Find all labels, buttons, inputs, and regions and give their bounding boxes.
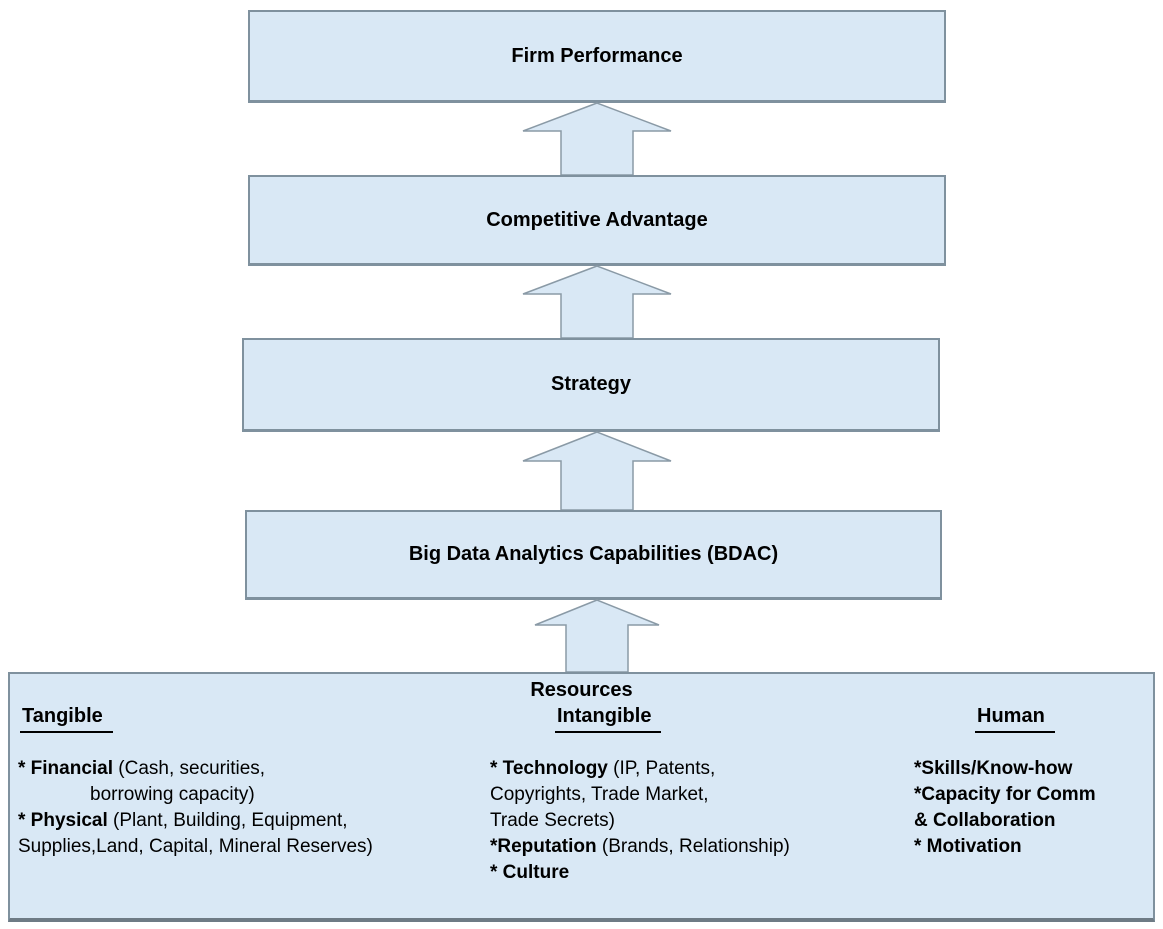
- resource-line: * Financial (Cash, securities,: [18, 758, 266, 779]
- box-bdac: Big Data Analytics Capabilities (BDAC): [245, 510, 942, 600]
- resource-line: * Culture: [490, 862, 570, 883]
- up-arrow-icon: [534, 599, 660, 673]
- box-competitive-advantage-label: Competitive Advantage: [486, 208, 708, 231]
- up-arrow-icon: [522, 265, 672, 339]
- resource-line: Trade Secrets): [490, 810, 615, 831]
- resource-line: *Skills/Know-how: [914, 758, 1073, 779]
- resource-line: Copyrights, Trade Market,: [490, 784, 709, 805]
- box-firm-performance-label: Firm Performance: [511, 44, 683, 67]
- up-arrow-icon: [522, 431, 672, 511]
- box-bdac-label: Big Data Analytics Capabilities (BDAC): [408, 543, 779, 565]
- resource-line: * Technology (IP, Patents,: [490, 758, 716, 779]
- resources-column-tangible: * Financial (Cash, securities, borrowing…: [18, 756, 373, 860]
- resource-line: borrowing capacity): [90, 784, 255, 805]
- resource-line: * Physical (Plant, Building, Equipment,: [18, 810, 348, 831]
- up-arrow-icon: [522, 102, 672, 176]
- resources-header-human: Human: [975, 705, 1055, 733]
- box-firm-performance: Firm Performance: [248, 10, 946, 103]
- box-competitive-advantage: Competitive Advantage: [248, 175, 946, 266]
- resources-column-human: *Skills/Know-how *Capacity for Comm & Co…: [914, 756, 1096, 860]
- resources-header-tangible: Tangible: [20, 705, 113, 733]
- resources-column-intangible: * Technology (IP, Patents, Copyrights, T…: [490, 756, 790, 886]
- resource-line: *Reputation (Brands, Relationship): [490, 836, 790, 857]
- box-strategy: Strategy: [242, 338, 940, 432]
- box-resources: Resources Tangible Intangible Human * Fi…: [8, 672, 1155, 922]
- resource-line: * Motivation: [914, 836, 1022, 857]
- resource-line: & Collaboration: [914, 810, 1056, 831]
- box-strategy-label: Strategy: [550, 373, 632, 395]
- resource-line: *Capacity for Comm: [914, 784, 1096, 805]
- resources-title: Resources: [530, 679, 633, 701]
- resource-line: Supplies,Land, Capital, Mineral Reserves…: [18, 836, 373, 857]
- resources-header-intangible: Intangible: [555, 705, 662, 733]
